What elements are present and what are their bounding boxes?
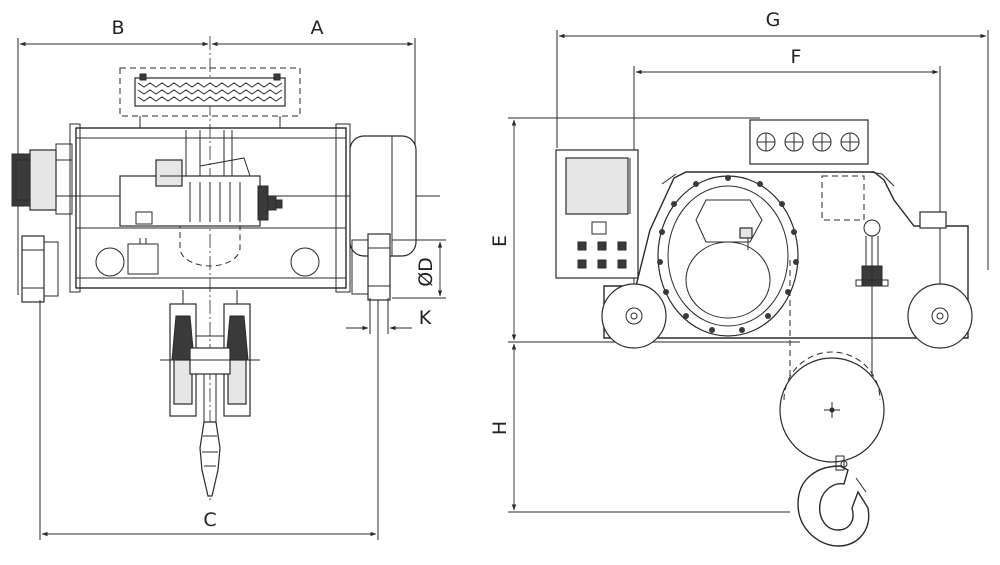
label-c: C: [203, 509, 216, 531]
label-e: E: [489, 235, 511, 247]
control-panel: [555, 149, 639, 279]
trolley-frame: [603, 171, 969, 339]
side-hook-block: [779, 351, 885, 547]
right-wheel: [351, 233, 391, 301]
side-wheel-left: [601, 283, 667, 349]
label-b: B: [111, 17, 124, 39]
label-g: G: [766, 9, 781, 31]
rope-drum: [657, 175, 799, 337]
left-gearbox: [11, 143, 73, 215]
front-elevation-view: B A: [11, 17, 446, 540]
control-panel-buttons: [577, 241, 627, 269]
dimension-h: H: [489, 341, 800, 513]
front-hook: [199, 373, 221, 497]
dimension-e: E: [489, 117, 760, 341]
resistor-grille: [119, 67, 301, 128]
label-h: H: [489, 421, 511, 435]
side-elevation-view: G F E H: [489, 9, 989, 547]
label-k: K: [419, 307, 432, 329]
bottom-hook-block: [160, 290, 260, 417]
dimension-g: G: [556, 9, 989, 270]
label-f: F: [791, 46, 802, 68]
hidden-motor-outline: [821, 175, 865, 221]
resistor-boxes: [749, 119, 869, 165]
dimension-c: C: [39, 300, 379, 540]
side-wheel-right: [907, 283, 973, 349]
left-wheel: [21, 235, 59, 303]
label-a: A: [311, 17, 324, 39]
label-d: ØD: [415, 257, 437, 287]
dimension-k: K: [346, 298, 432, 334]
dimension-d: ØD: [392, 239, 446, 299]
right-end-cover: [349, 135, 417, 257]
hoist-motor: [119, 130, 283, 227]
